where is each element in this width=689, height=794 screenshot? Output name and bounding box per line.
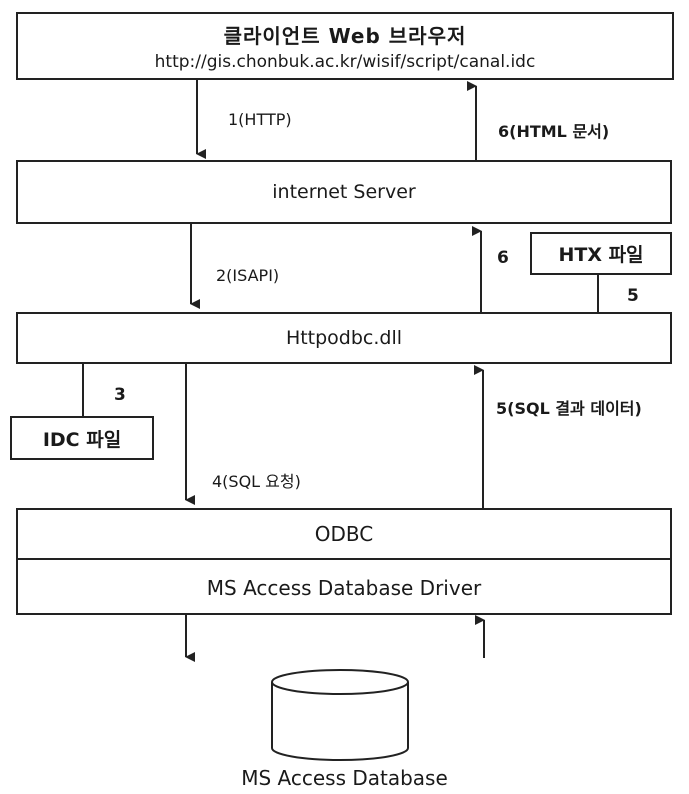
step-5-label: 5(SQL 결과 데이터) xyxy=(496,399,642,418)
httpodbc-box: Httpodbc.dll xyxy=(16,312,672,364)
database-cylinder-icon xyxy=(271,669,409,761)
htx-file-label: HTX 파일 xyxy=(558,244,644,266)
step-2-label: 2(ISAPI) xyxy=(216,266,280,285)
driver-label: MS Access Database Driver xyxy=(206,575,482,600)
odbc-driver-box: ODBC MS Access Database Driver xyxy=(16,508,672,615)
client-browser-box: 클라이언트 Web 브라우저 http://gis.chonbuk.ac.kr/… xyxy=(16,12,674,80)
odbc-section: ODBC xyxy=(18,510,670,560)
step-1-label: 1(HTTP) xyxy=(228,110,292,129)
internet-server-label: internet Server xyxy=(272,181,416,203)
step-6-up-label: 6 xyxy=(497,248,509,268)
internet-server-box: internet Server xyxy=(16,160,672,224)
htx-file-box: HTX 파일 xyxy=(530,232,672,275)
idc-file-label: IDC 파일 xyxy=(42,428,122,451)
step-4-label: 4(SQL 요청) xyxy=(212,472,301,491)
database-label: MS Access Database xyxy=(241,766,448,790)
idc-file-box: IDC 파일 xyxy=(10,416,154,460)
driver-section: MS Access Database Driver xyxy=(18,560,670,615)
odbc-label: ODBC xyxy=(314,522,374,546)
client-title: 클라이언트 Web 브라우저 xyxy=(223,24,467,48)
step-6-label: 6(HTML 문서) xyxy=(498,122,610,141)
httpodbc-label: Httpodbc.dll xyxy=(285,327,403,349)
step-3-label: 3 xyxy=(114,385,126,405)
step-5-htx-label: 5 xyxy=(627,286,639,306)
client-url: http://gis.chonbuk.ac.kr/wisif/script/ca… xyxy=(154,52,536,72)
